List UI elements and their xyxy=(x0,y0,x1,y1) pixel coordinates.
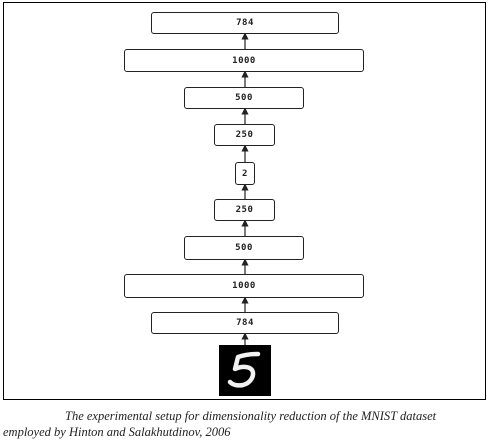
layer-decoder-250: 250 xyxy=(214,124,275,146)
caption-line-2: employed by Hinton and Salakhutdinov, 20… xyxy=(3,425,231,439)
connection-arrows xyxy=(241,32,249,345)
caption-line-1: The experimental setup for dimensionalit… xyxy=(65,409,437,423)
handwritten-digit-5-icon xyxy=(227,351,261,388)
layer-encoder-250: 250 xyxy=(214,199,275,221)
layer-input-784: 784 xyxy=(151,312,339,334)
layer-encoder-500: 500 xyxy=(184,236,304,260)
figure-frame xyxy=(3,2,486,400)
layer-code-2: 2 xyxy=(235,162,255,185)
mnist-digit-image xyxy=(219,345,271,396)
layer-decoder-1000: 1000 xyxy=(124,49,364,72)
layer-decoder-500: 500 xyxy=(184,87,304,109)
figure-caption: The experimental setup for dimensionalit… xyxy=(3,408,489,440)
layer-encoder-1000: 1000 xyxy=(124,274,364,298)
layer-output-784: 784 xyxy=(151,12,339,34)
